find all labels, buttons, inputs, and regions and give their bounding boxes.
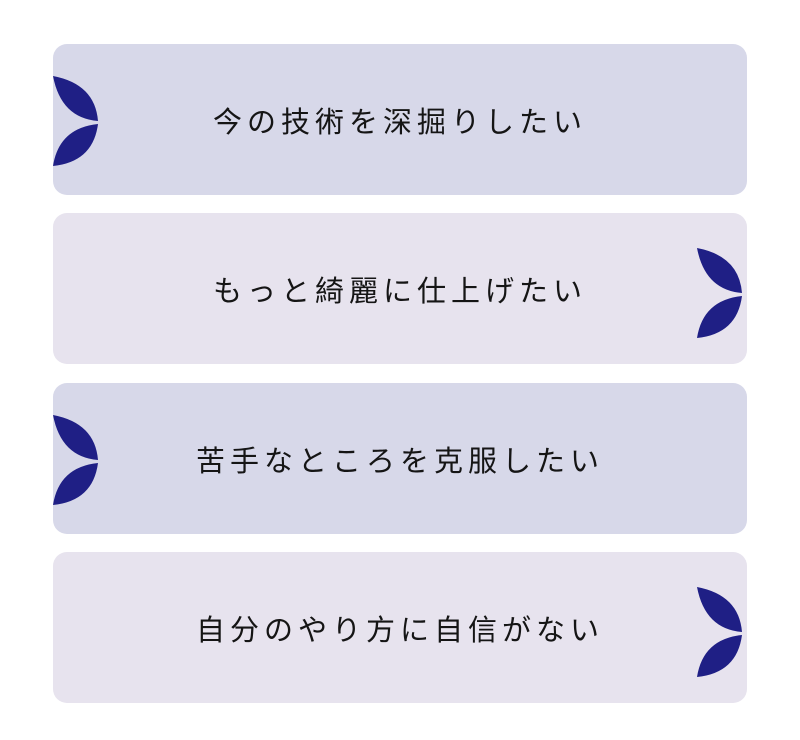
leaf-icon [53, 415, 98, 505]
leaf-icon [53, 76, 98, 166]
list-item: 苦手なところを克服したい [53, 383, 747, 534]
item-label: 今の技術を深掘りしたい [212, 104, 587, 139]
item-label: 苦手なところを克服したい [195, 443, 604, 478]
item-label: もっと綺麗に仕上げたい [212, 273, 587, 308]
list-item: 自分のやり方に自信がない [53, 552, 747, 703]
leaf-icon [697, 248, 742, 338]
list-item: もっと綺麗に仕上げたい [53, 213, 747, 364]
leaf-icon [697, 587, 742, 677]
item-label: 自分のやり方に自信がない [195, 612, 604, 647]
list-item: 今の技術を深掘りしたい [53, 44, 747, 195]
